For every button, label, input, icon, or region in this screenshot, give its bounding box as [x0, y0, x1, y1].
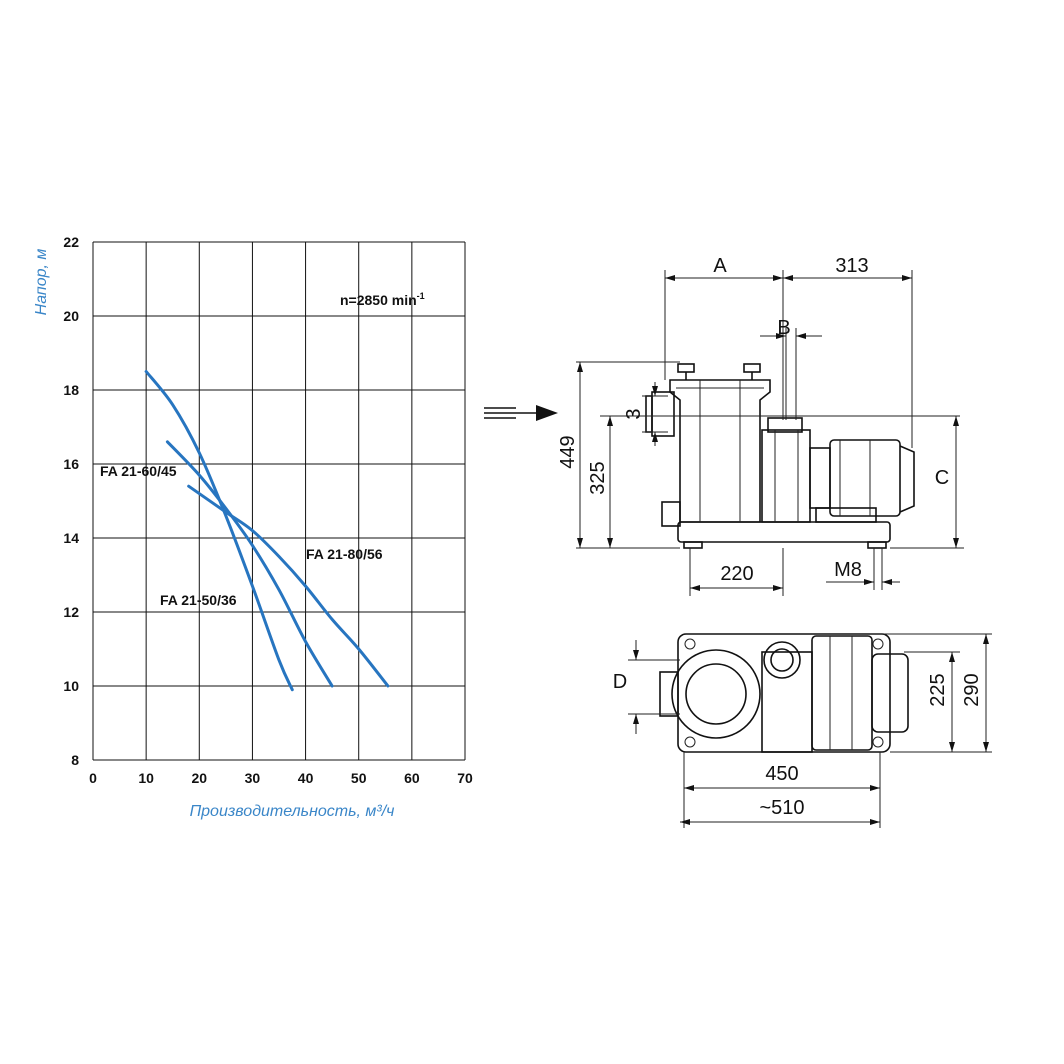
x-tick-labels: 0 10 20 30 40 50 60 70: [89, 770, 473, 786]
x-axis-label: Производительность, м³/ч: [190, 803, 395, 820]
dim-m8: M8: [834, 559, 862, 581]
chart-grid: [92, 241, 466, 761]
dim-450: 450: [765, 763, 798, 785]
speed-annotation-sup: -1: [417, 291, 425, 301]
y-tick-3: 14: [63, 530, 79, 546]
label-fa-21-50-36: FA 21-50/36: [160, 592, 237, 608]
y-tick-6: 20: [63, 308, 79, 324]
x-tick-6: 60: [404, 770, 420, 786]
y-tick-1: 10: [63, 678, 79, 694]
y-tick-4: 16: [63, 456, 79, 472]
series-line-1: [165, 440, 334, 688]
x-tick-3: 30: [245, 770, 261, 786]
arrow-icon: [484, 405, 558, 421]
speed-annotation: n=2850 min-1: [340, 291, 425, 308]
x-tick-7: 70: [457, 770, 473, 786]
dim-225: 225: [927, 673, 949, 706]
y-tick-labels: 8 10 12 14 16 18 20 22: [63, 234, 79, 768]
y-tick-5: 18: [63, 382, 79, 398]
x-tick-5: 50: [351, 770, 367, 786]
y-tick-2: 12: [63, 604, 79, 620]
dim-c: C: [935, 467, 949, 489]
series-line-0: [144, 370, 294, 692]
series-line-2: [187, 484, 390, 688]
x-tick-1: 10: [138, 770, 154, 786]
speed-annotation-base: n=2850 min: [340, 292, 417, 308]
dim-325: 325: [587, 461, 609, 494]
dim-220: 220: [720, 563, 753, 585]
x-tick-0: 0: [89, 770, 97, 786]
y-tick-7: 22: [63, 234, 79, 250]
dim-d: D: [613, 671, 627, 693]
dim-313: 313: [835, 255, 868, 277]
x-tick-2: 20: [191, 770, 207, 786]
y-tick-0: 8: [71, 752, 79, 768]
dim-b: B: [777, 317, 790, 339]
pump-side-view: A 313 B 449 325 3 C: [557, 255, 964, 596]
dim-510: ~510: [759, 797, 804, 819]
dim-a: A: [713, 255, 727, 277]
pump-curve-chart: 0 10 20 30 40 50 60 70 8 10 12 14 16 18 20 22 Производ…: [33, 234, 473, 820]
label-fa-21-80-56: FA 21-80/56: [306, 546, 383, 562]
dim-3: 3: [623, 408, 645, 419]
x-tick-4: 40: [298, 770, 314, 786]
dim-290: 290: [961, 673, 983, 706]
label-fa-21-60-45: FA 21-60/45: [100, 463, 177, 479]
y-axis-label: Напор, м: [33, 249, 50, 316]
series-curves: [144, 370, 390, 692]
dim-449: 449: [557, 435, 579, 468]
pump-top-view: D 225 290 450 ~510: [613, 633, 992, 828]
